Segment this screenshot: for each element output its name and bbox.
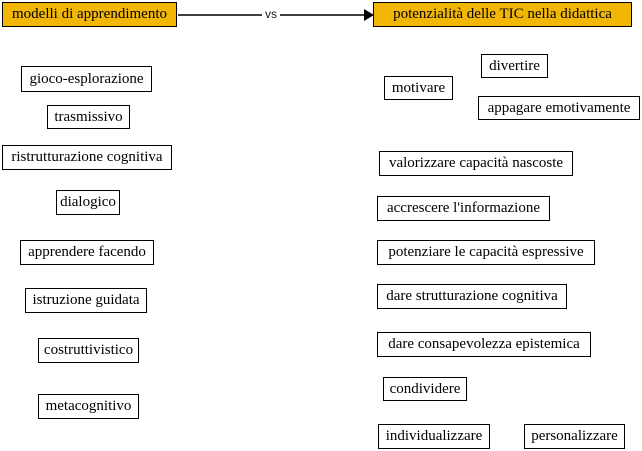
left-node-6[interactable]: costruttivistico bbox=[38, 338, 139, 363]
right-node-9[interactable]: individualizzare bbox=[378, 424, 490, 449]
left-node-5[interactable]: istruzione guidata bbox=[25, 288, 147, 313]
left-node-4[interactable]: apprendere facendo bbox=[20, 240, 154, 265]
right-node-10[interactable]: personalizzare bbox=[524, 424, 625, 449]
right-node-1[interactable]: motivare bbox=[384, 76, 453, 100]
right-node-5[interactable]: potenziare le capacità espressive bbox=[377, 240, 595, 265]
right-node-0[interactable]: divertire bbox=[481, 54, 548, 78]
right-node-4[interactable]: accrescere l'informazione bbox=[377, 196, 550, 221]
right-node-3[interactable]: valorizzare capacità nascoste bbox=[379, 151, 573, 176]
header-right-potenzialita-tic[interactable]: potenzialità delle TIC nella didattica bbox=[373, 2, 632, 27]
right-node-7[interactable]: dare consapevolezza epistemica bbox=[377, 332, 591, 357]
left-node-7[interactable]: metacognitivo bbox=[38, 394, 139, 419]
header-left-modelli-di-apprendimento[interactable]: modelli di apprendimento bbox=[2, 2, 177, 27]
right-node-2[interactable]: appagare emotivamente bbox=[478, 96, 640, 120]
right-node-8[interactable]: condividere bbox=[383, 377, 467, 401]
left-node-3[interactable]: dialogico bbox=[56, 190, 120, 215]
right-node-6[interactable]: dare strutturazione cognitiva bbox=[377, 284, 567, 309]
left-node-1[interactable]: trasmissivo bbox=[47, 105, 130, 129]
left-node-0[interactable]: gioco-esplorazione bbox=[21, 66, 152, 92]
vs-label: vs bbox=[262, 8, 280, 20]
left-node-2[interactable]: ristrutturazione cognitiva bbox=[2, 145, 172, 170]
